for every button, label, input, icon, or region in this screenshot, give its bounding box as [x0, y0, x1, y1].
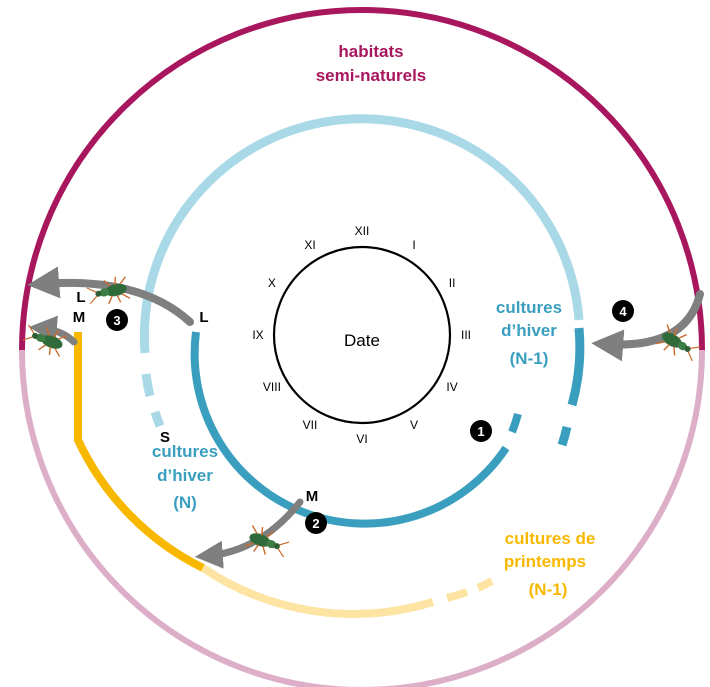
clock-circle	[272, 245, 452, 425]
winter-curr-dash-1	[508, 412, 522, 434]
spring-label-line2: printemps	[504, 552, 586, 571]
arrow-3-lower	[28, 315, 78, 346]
spring-ring-dash	[445, 588, 469, 602]
svg-text:1: 1	[477, 424, 484, 439]
habitats-label-line2: semi-naturels	[316, 66, 427, 85]
svg-text:4: 4	[619, 304, 627, 319]
spring-ring-dash-2	[476, 577, 494, 592]
month-label-II: II	[449, 276, 456, 290]
month-label-III: III	[461, 328, 471, 342]
habitat-ring-top	[19, 7, 705, 351]
month-label-IV: IV	[446, 380, 457, 394]
spring-ring-light	[200, 564, 435, 618]
winter-prev-label-line1: cultures	[496, 298, 562, 317]
winter-curr-ring	[190, 331, 510, 528]
winter-prev-ring-light	[139, 114, 584, 354]
month-label-V: V	[410, 418, 418, 432]
winter-prev-dash-1	[557, 425, 572, 447]
spring-ring-dark	[74, 332, 205, 572]
month-label-VI: VI	[356, 432, 367, 446]
spring-label-line1: cultures de	[505, 529, 596, 548]
arrow-3-upper	[27, 266, 194, 326]
arrow-2	[194, 498, 304, 569]
marker-M-bottom: M	[306, 488, 319, 505]
marker-L-top: L	[76, 289, 85, 306]
month-label-VII: VII	[303, 418, 318, 432]
winter-curr-label-line3: (N)	[173, 493, 197, 512]
step-3-badge: 3	[106, 309, 128, 331]
winter-curr-label-line2: d’hiver	[157, 466, 213, 485]
month-label-I: I	[412, 238, 415, 252]
month-label-XII: XII	[355, 224, 370, 238]
habitat-ring-bottom	[19, 349, 705, 687]
marker-M-top: M	[73, 309, 86, 326]
winter-prev-ring-dark	[567, 327, 585, 407]
clock-center-label: Date	[344, 331, 380, 350]
month-label-XI: XI	[304, 238, 315, 252]
winter-light-dash-1	[141, 373, 155, 398]
month-label-IX: IX	[252, 328, 263, 342]
winter-light-dash-2	[150, 410, 165, 428]
marker-S-inner: S	[160, 429, 170, 446]
winter-prev-label-line2: d’hiver	[501, 321, 557, 340]
svg-text:3: 3	[113, 313, 120, 328]
winter-prev-label-line3: (N-1)	[510, 349, 549, 368]
winter-curr-label-line1: cultures	[152, 442, 218, 461]
spring-label-line3: (N-1)	[529, 580, 568, 599]
month-label-VIII: VIII	[263, 380, 281, 394]
step-2-badge: 2	[305, 512, 327, 534]
marker-L-inner: L	[199, 309, 208, 326]
habitats-label-line1: habitats	[338, 42, 403, 61]
step-1-badge: 1	[470, 420, 492, 442]
month-label-X: X	[268, 276, 276, 290]
svg-text:2: 2	[312, 516, 319, 531]
step-4-badge: 4	[612, 300, 634, 322]
